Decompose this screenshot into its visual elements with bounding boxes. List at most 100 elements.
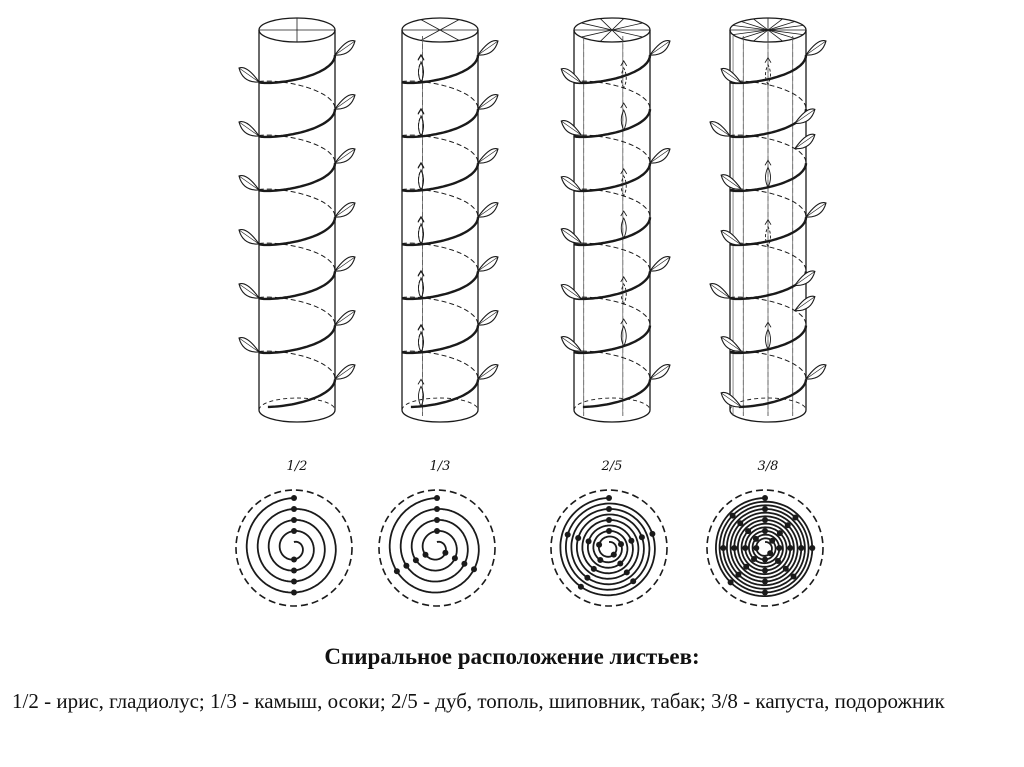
leaf-icon [418,276,424,299]
leaf-node [743,563,750,570]
genetic-spiral [388,497,480,594]
leaf-vein [709,283,731,299]
fraction-label: 3/8 [758,459,779,474]
arrow-up-icon [417,269,425,276]
leaf-node [776,530,783,537]
spiral-front [401,54,480,409]
spiral-front [729,54,808,409]
leaf-icon [418,168,424,191]
arrow-up-icon [764,56,772,63]
arrow-up-icon [417,378,425,385]
fraction-label: 1/3 [430,459,451,474]
leaf-node [471,566,477,573]
leaf-node [776,545,783,551]
cylinder-bottom-front [729,409,807,423]
leaf-vein [238,175,260,191]
leaf-vein [238,67,260,83]
leaf-vein [334,364,356,380]
leaf-node [403,562,410,569]
leaf-vein [720,174,742,190]
leaf-vein [794,271,816,286]
leaf-node [762,517,768,523]
leaf-vein [334,40,356,56]
leaf-icon [620,109,627,132]
leaf-node [769,537,776,544]
leaf-vein [334,202,356,218]
leaf-node [412,557,419,564]
phyllotaxis-diagram: 1/2 1/3 2/5 3/8 [235,17,827,607]
leaf-node [442,549,449,556]
leaf-icon [418,330,424,353]
leaf-vein [805,364,827,380]
leaf-vein [805,202,827,218]
leaf-vein [238,121,260,137]
leaf-node [610,551,617,558]
leaf-icon [620,325,627,348]
leaf-vein [238,283,260,299]
stem-outline-circle [706,489,824,607]
leaf-vein [561,336,582,352]
cap-division [581,22,643,38]
cylinder-bottom-back [729,397,807,411]
leaf-vein [561,120,582,136]
cylinder-bottom-front [573,409,651,423]
caption-body: 1/2 - ирис, гладиолус; 1/3 - камыш, осок… [12,689,945,713]
leaf-node [762,567,768,574]
leaf-vein [720,392,742,408]
leaf-vein [794,109,816,124]
leaf-node [809,545,816,551]
leaf-vein [720,68,742,84]
leaf-icon [620,174,627,197]
arrow-up-icon [620,210,628,217]
leaf-node [782,565,789,572]
leaf-vein [709,121,731,137]
stem-cylinder [238,17,356,423]
stem-outline-circle [378,489,496,607]
fraction-label: 2/5 [601,459,623,474]
leaf-vein [794,134,816,149]
arrow-up-icon [417,215,425,222]
leaf-node [577,583,584,590]
leaf-icon [418,222,424,245]
leaf-node [590,565,597,572]
leaf-node [606,506,612,512]
leaf-vein [649,364,671,380]
stem-outline-circle [235,489,353,607]
leaf-vein [720,230,742,246]
stem-cylinders [238,17,827,423]
stem-cylinder [560,17,671,423]
leaf-icon [620,66,627,89]
leaf-node [638,534,645,541]
leaf-vein [561,284,582,300]
leaf-node [291,528,297,534]
leaf-node [291,495,297,501]
leaf-vein [477,94,499,110]
arrow-up-icon [417,161,425,168]
leaf-node [720,545,727,551]
leaf-icon [765,166,771,189]
leaf-icon [620,217,627,240]
arrow-up-icon [620,318,628,325]
leaf-vein [477,256,499,272]
leaf-node [762,578,768,585]
leaf-node [775,558,781,564]
leaf-icon [418,385,424,408]
fraction-label: 1/2 [287,459,308,474]
leaf-node [584,574,591,581]
leaf-node [649,530,656,537]
arrow-up-icon [764,321,772,328]
leaf-node [617,560,624,567]
leaf-vein [794,296,816,311]
leaf-vein [649,256,671,272]
arrow-up-icon [764,159,772,166]
leaf-vein [334,148,356,164]
leaf-node [745,528,752,535]
leaf-node [291,556,297,563]
arrow-up-icon [417,53,425,60]
leaf-vein [649,148,671,164]
leaf-icon [765,63,771,86]
leaf-node [575,535,582,541]
leaf-node [762,528,768,534]
leaf-node [596,541,603,548]
